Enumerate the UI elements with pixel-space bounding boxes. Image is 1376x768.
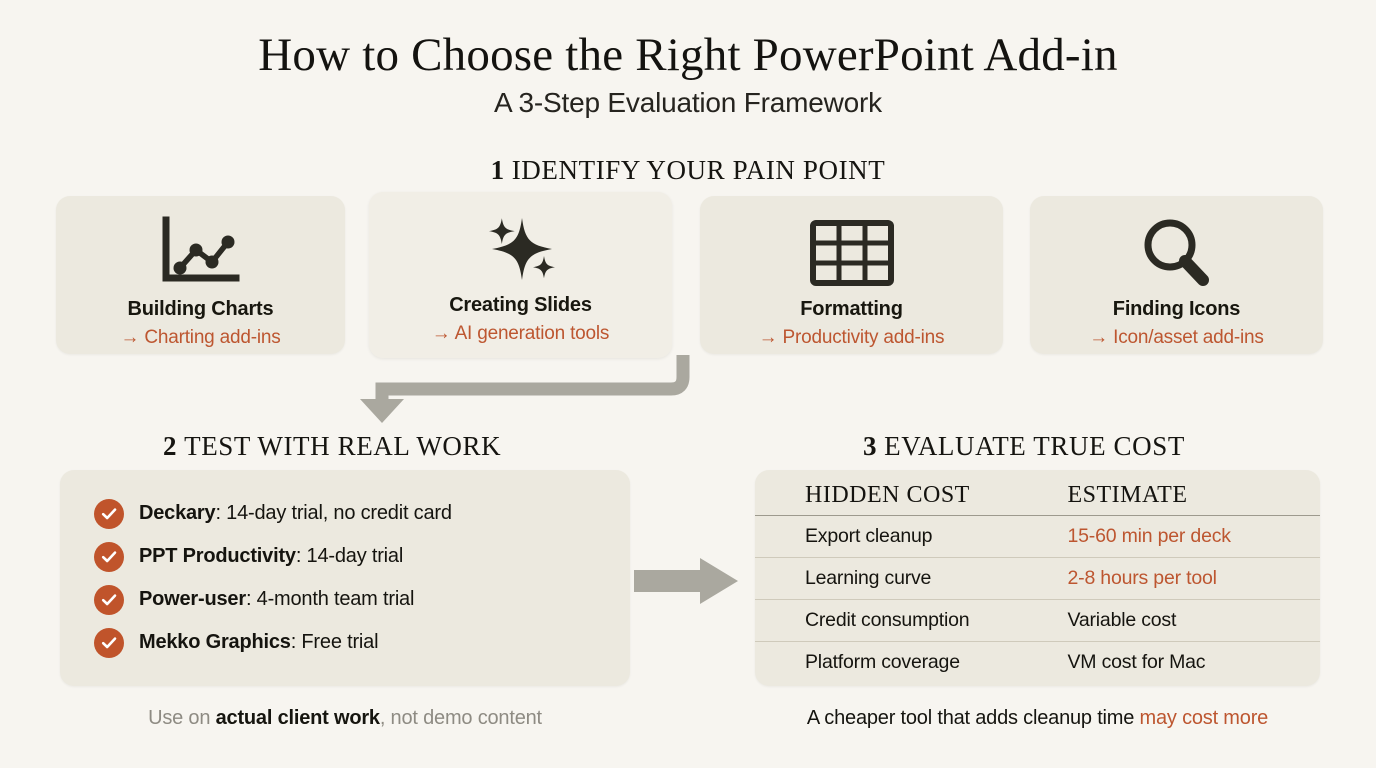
table-row: Credit consumption Variable cost xyxy=(755,599,1320,642)
cell-estimate: Variable cost xyxy=(1037,599,1320,642)
step-3-heading-label: EVALUATE TRUE COST xyxy=(884,431,1185,461)
cell-cost: Platform coverage xyxy=(805,651,960,673)
footnote-prefix: A cheaper tool that adds cleanup time xyxy=(806,707,1140,729)
cell-estimate: 2-8 hours per tool xyxy=(1037,557,1320,600)
footnote-emphasis: actual client work xyxy=(215,707,380,729)
card-title: Creating Slides xyxy=(449,294,592,316)
page-subtitle: A 3-Step Evaluation Framework xyxy=(494,87,882,118)
list-item-text: PPT Productivity: 14-day trial xyxy=(139,545,403,568)
trial-checklist: Deckary: 14-day trial, no credit card PP… xyxy=(60,470,630,664)
check-circle-icon xyxy=(94,498,124,529)
tool-detail: : 14-day trial, no credit card xyxy=(215,502,452,524)
check-circle-icon xyxy=(94,627,124,658)
footnote-suffix: , not demo content xyxy=(379,707,542,729)
cell-cost: Learning curve xyxy=(755,557,1038,600)
tool-name: Power-user xyxy=(139,588,246,610)
check-circle-icon xyxy=(94,584,124,615)
sparkles-icon xyxy=(369,206,672,292)
list-item[interactable]: PPT Productivity: 14-day trial xyxy=(94,535,630,578)
list-item-text: Power-user: 4-month team trial xyxy=(139,588,414,611)
card-title: Formatting xyxy=(800,298,903,320)
step-2-heading-label: TEST WITH REAL WORK xyxy=(184,431,502,461)
footnote-prefix: Use on xyxy=(148,707,216,729)
card-recommendation: → AI generation tools xyxy=(431,323,610,344)
card-recommendation: → Productivity add-ins xyxy=(758,327,945,348)
step-3-footnote: A cheaper tool that adds cleanup time ma… xyxy=(755,707,1320,730)
hidden-cost-table: HIDDEN COST ESTIMATE Export cleanup 15-6… xyxy=(755,470,1320,683)
arrow-right-icon xyxy=(634,558,738,604)
elbow-arrow-down-left-icon xyxy=(360,355,690,423)
tool-detail: : Free trial xyxy=(290,631,379,653)
table-grid-icon xyxy=(700,210,1003,296)
tool-detail: : 4-month team trial xyxy=(245,588,415,610)
tool-name: PPT Productivity xyxy=(139,545,296,567)
list-item-text: Mekko Graphics: Free trial xyxy=(139,631,379,654)
list-item[interactable]: Mekko Graphics: Free trial xyxy=(94,621,630,664)
step-1-number: 1 xyxy=(490,155,505,185)
true-cost-panel: HIDDEN COST ESTIMATE Export cleanup 15-6… xyxy=(755,470,1320,686)
cell-estimate: 15-60 min per deck xyxy=(1037,515,1320,558)
card-recommendation: → Icon/asset add-ins xyxy=(1089,327,1264,348)
pain-point-card-formatting[interactable]: Formatting → Productivity add-ins xyxy=(700,196,1003,354)
table-row: Learning curve 2-8 hours per tool xyxy=(755,557,1320,600)
magnifier-icon xyxy=(1030,210,1323,296)
step-3-number: 3 xyxy=(863,431,878,461)
pain-point-card-creating-slides[interactable]: Creating Slides → AI generation tools xyxy=(369,192,672,358)
page-title: How to Choose the Right PowerPoint Add-i… xyxy=(258,29,1118,81)
list-item-text: Deckary: 14-day trial, no credit card xyxy=(139,502,452,525)
table-row: Platform coverage VM cost for Mac xyxy=(755,642,1320,684)
column-header-estimate: ESTIMATE xyxy=(1037,470,1320,516)
trial-checklist-panel: Deckary: 14-day trial, no credit card PP… xyxy=(60,470,630,686)
check-circle-icon xyxy=(94,541,124,572)
list-item[interactable]: Power-user: 4-month team trial xyxy=(94,578,630,621)
cell-cost: Export cleanup xyxy=(755,515,1038,558)
tool-name: Deckary xyxy=(139,502,216,524)
table-row: Export cleanup 15-60 min per deck xyxy=(755,515,1320,558)
pain-point-card-finding-icons[interactable]: Finding Icons → Icon/asset add-ins xyxy=(1030,196,1323,354)
column-header-hidden-cost: HIDDEN COST xyxy=(755,470,1038,516)
cell-cost: Credit consumption xyxy=(755,599,1038,642)
line-chart-icon xyxy=(56,210,345,296)
table-header-row: HIDDEN COST ESTIMATE xyxy=(755,470,1320,516)
card-title: Finding Icons xyxy=(1112,298,1241,320)
card-recommendation: → Charting add-ins xyxy=(120,327,281,348)
pain-point-card-building-charts[interactable]: Building Charts → Charting add-ins xyxy=(56,196,345,354)
card-title: Building Charts xyxy=(127,298,274,320)
tool-detail: : 14-day trial xyxy=(295,545,404,567)
list-item[interactable]: Deckary: 14-day trial, no credit card xyxy=(94,492,630,535)
step-2-number: 2 xyxy=(163,431,178,461)
step-2-footnote: Use on actual client work, not demo cont… xyxy=(60,707,630,730)
step-1-heading-label: IDENTIFY YOUR PAIN POINT xyxy=(511,155,886,185)
tool-name: Mekko Graphics xyxy=(139,631,291,653)
cell-estimate: VM cost for Mac xyxy=(1067,651,1206,673)
footnote-emphasis: may cost more xyxy=(1139,707,1269,729)
